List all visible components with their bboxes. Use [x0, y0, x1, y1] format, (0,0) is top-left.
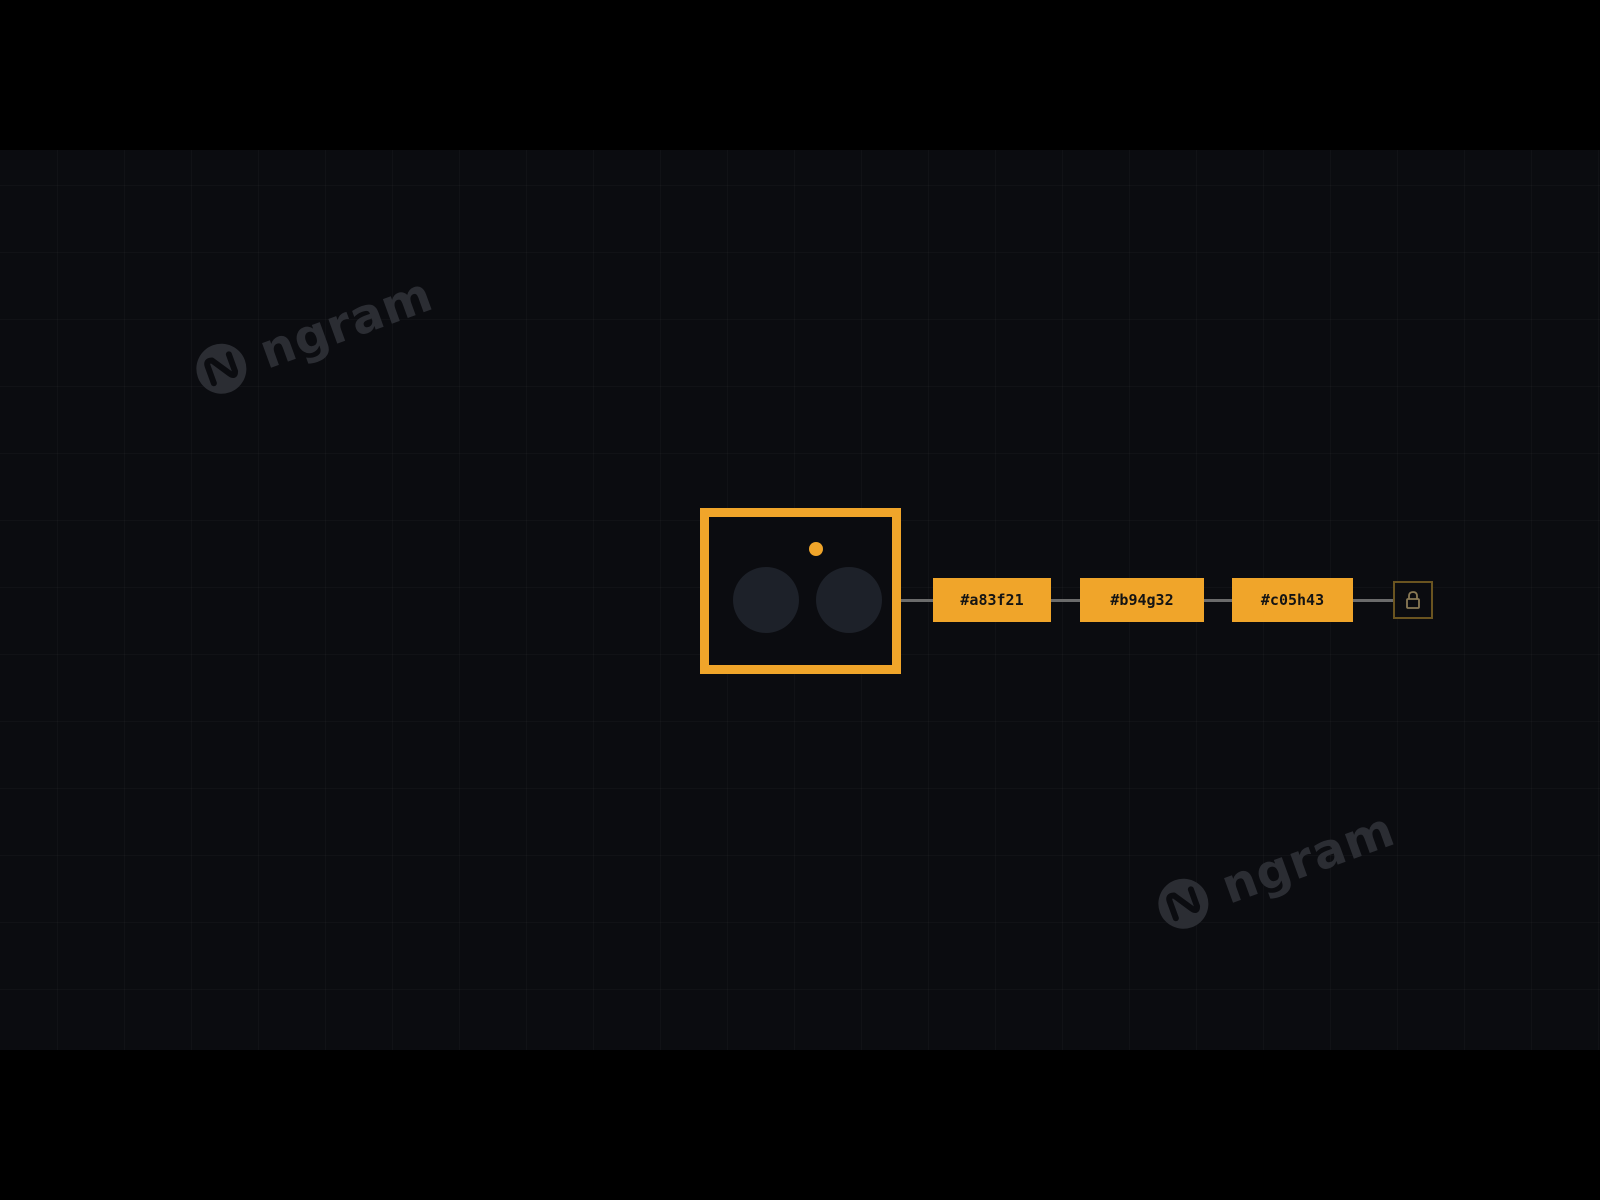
connector-block-1-to-block-2	[1204, 599, 1232, 602]
ngram-logo-icon	[196, 343, 247, 394]
hash-block: #b94g32	[1080, 578, 1204, 622]
watermark-bottom-right: ngram	[1148, 801, 1402, 939]
hash-block: #a83f21	[933, 578, 1051, 622]
device-indicator-light	[809, 542, 823, 556]
ngram-logo-icon	[1158, 878, 1209, 929]
lock-icon	[1406, 591, 1420, 609]
device-lens-left	[733, 567, 799, 633]
connector-block-2-to-lock	[1353, 599, 1393, 602]
camera-device-icon	[700, 508, 901, 674]
device-screen	[717, 525, 884, 657]
connector-block-0-to-block-1	[1051, 599, 1080, 602]
device-lens-right	[816, 567, 882, 633]
watermark-top-left: ngram	[186, 266, 440, 404]
connector-device-to-block-0	[901, 599, 933, 602]
hash-block: #c05h43	[1232, 578, 1353, 622]
watermark-text: ngram	[252, 266, 441, 381]
lock-node	[1393, 581, 1433, 619]
watermark-text: ngram	[1214, 801, 1403, 916]
diagram-canvas: ngram ngram #a83f21 #b94g32 #c05h43	[0, 150, 1600, 1050]
